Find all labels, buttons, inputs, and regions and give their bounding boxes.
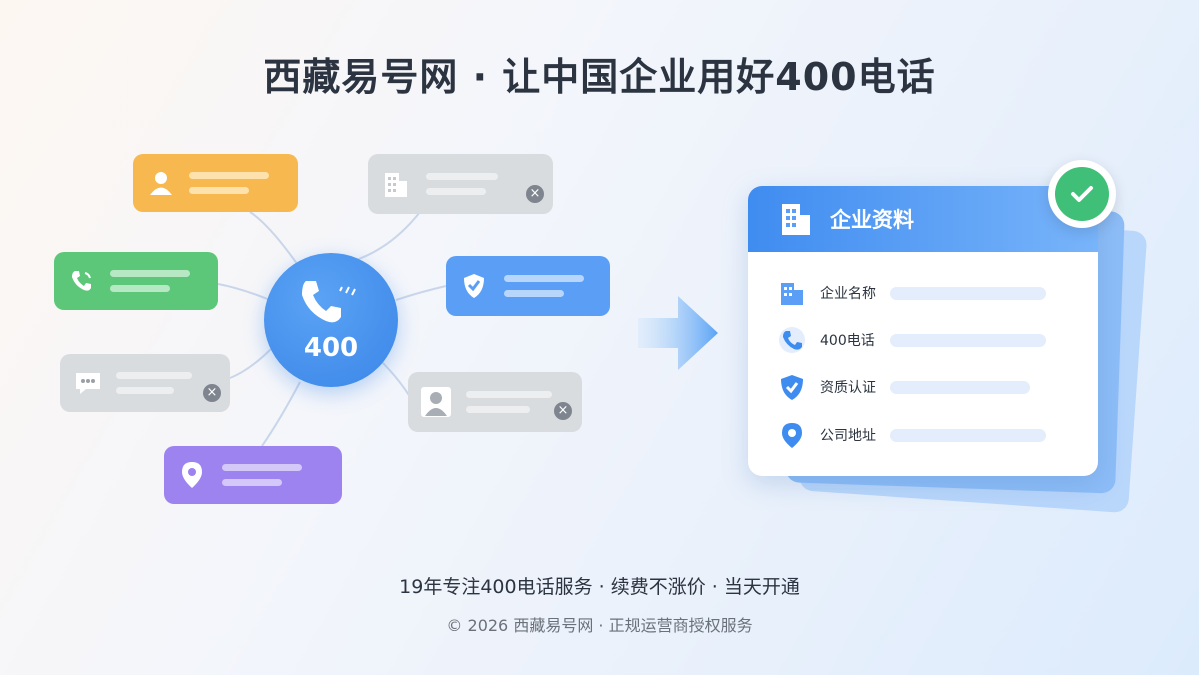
phone-chip: [54, 252, 218, 310]
phone-icon: [302, 281, 356, 323]
location-pin-icon: [782, 423, 802, 448]
phone-icon: [62, 268, 102, 294]
phone-icon: [779, 327, 805, 353]
company-profile-card: 企业资料 企业名称 400电话 资质认证 公司地址: [748, 186, 1098, 476]
chat-icon: [68, 370, 108, 396]
verified-badge: [1048, 160, 1116, 228]
chat-chip: ×: [60, 354, 230, 412]
copyright: © 2026 西藏易号网 · 正规运营商授权服务: [446, 616, 753, 635]
user-photo-icon: [416, 386, 456, 418]
building-chip: ×: [368, 154, 553, 214]
link-line: [217, 283, 271, 301]
certification-row: 资质认证: [778, 372, 1078, 402]
address-row: 公司地址: [778, 420, 1078, 450]
close-icon[interactable]: ×: [554, 402, 572, 420]
link-line: [349, 211, 421, 263]
contact-chip: ×: [408, 372, 582, 432]
page-title: 西藏易号网 · 让中国企业用好400电话: [263, 55, 936, 99]
row-label: 企业名称: [820, 286, 876, 302]
address-chip: [164, 446, 342, 504]
link-line: [229, 347, 273, 379]
value-placeholder: [890, 428, 1046, 442]
close-icon[interactable]: ×: [203, 384, 221, 402]
close-icon[interactable]: ×: [526, 185, 544, 203]
location-pin-icon: [172, 461, 212, 489]
certification-chip: [446, 256, 610, 316]
arrow-right-icon: [638, 296, 718, 370]
link-line: [261, 381, 301, 447]
hub-number: 400: [303, 333, 359, 363]
building-icon: [782, 204, 810, 235]
tagline: 19年专注400电话服务 · 续费不涨价 · 当天开通: [399, 576, 800, 598]
shield-icon: [781, 375, 803, 400]
shield-icon: [454, 272, 494, 300]
user-icon: [141, 170, 181, 196]
user-chip: [133, 154, 298, 212]
building-icon: [376, 169, 416, 199]
400-hub: 400: [264, 253, 398, 387]
value-placeholder: [890, 286, 1046, 300]
building-icon: [781, 283, 803, 305]
card-title: 企业资料: [830, 208, 914, 232]
row-label: 公司地址: [820, 428, 876, 444]
row-label: 400电话: [820, 333, 875, 349]
checkmark-icon: [1055, 167, 1109, 221]
link-line: [249, 211, 301, 269]
link-line: [395, 285, 447, 301]
phone-row: 400电话: [778, 325, 1078, 355]
card-header: 企业资料: [748, 186, 1098, 252]
row-label: 资质认证: [820, 380, 876, 396]
value-placeholder: [890, 333, 1046, 347]
value-placeholder: [890, 380, 1030, 394]
company-name-row: 企业名称: [778, 278, 1078, 308]
